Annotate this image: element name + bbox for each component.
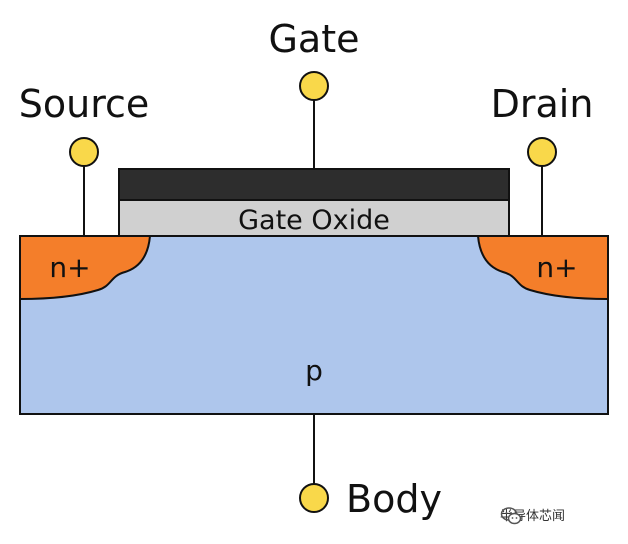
gate-metal — [118, 168, 510, 201]
source-label: Source — [19, 82, 150, 126]
wechat-icon — [500, 507, 522, 525]
gate-oxide-label: Gate Oxide — [238, 205, 390, 236]
p-region-label: p — [305, 354, 323, 387]
gate-label: Gate — [268, 17, 359, 61]
gate-terminal — [299, 71, 329, 101]
n-plus-drain-region — [476, 235, 609, 301]
source-terminal — [69, 137, 99, 167]
n-plus-source-label: n+ — [49, 251, 90, 284]
n-plus-source-region — [19, 235, 152, 301]
n-plus-drain-label: n+ — [536, 251, 577, 284]
drain-label: Drain — [491, 82, 594, 126]
drain-terminal — [527, 137, 557, 167]
body-terminal — [299, 483, 329, 513]
body-label: Body — [346, 477, 442, 521]
watermark: 半导体芯闻 — [500, 505, 565, 525]
